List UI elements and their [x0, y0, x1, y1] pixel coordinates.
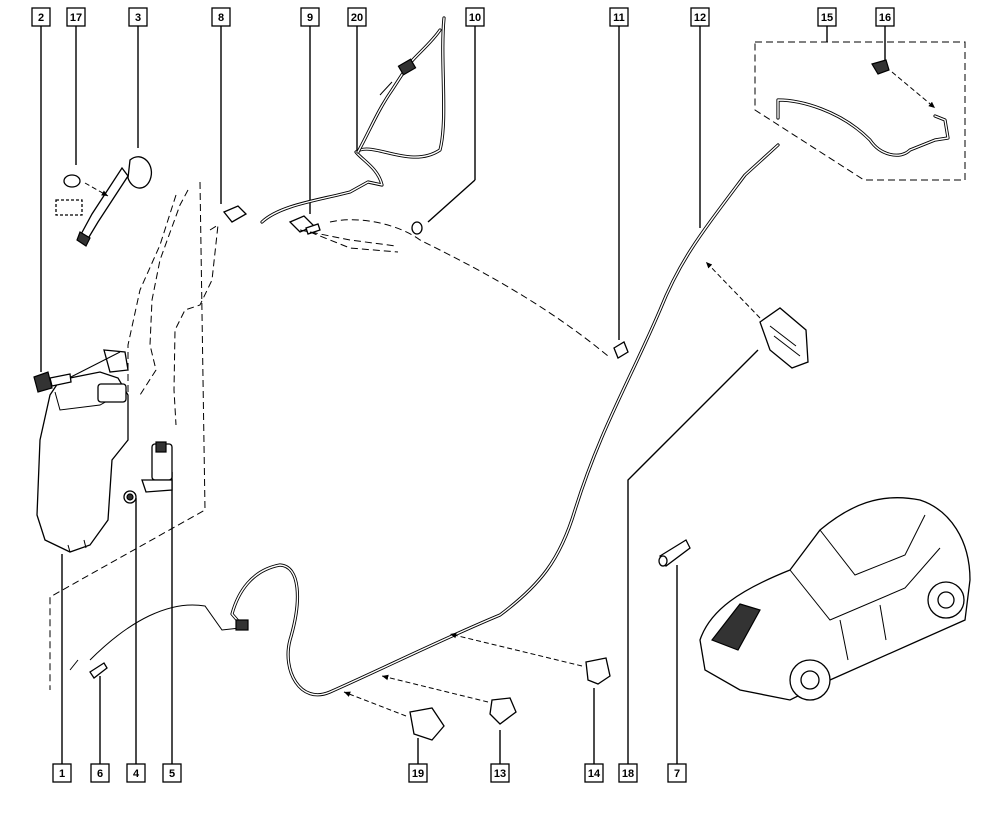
callout-17-text: 17	[70, 12, 82, 24]
windscreen-dashed-hoses	[299, 219, 609, 357]
callout-1: 1	[52, 763, 72, 783]
washer-jets	[222, 205, 321, 235]
callout-18-text: 18	[622, 768, 634, 780]
callout-8: 8	[211, 7, 231, 27]
callout-20: 20	[347, 7, 367, 27]
jet-grommets	[411, 221, 629, 359]
callout-13: 13	[490, 763, 510, 783]
callout-18: 18	[618, 763, 638, 783]
reservoir-hoses	[127, 189, 219, 426]
reservoir-bolt	[33, 371, 72, 393]
callout-15-text: 15	[821, 12, 833, 24]
callout-11-text: 11	[613, 12, 625, 24]
callout-14: 14	[584, 763, 604, 783]
callout-19-text: 19	[412, 768, 424, 780]
car-illustration	[699, 497, 971, 701]
washer-reservoir	[36, 349, 129, 553]
callout-16-text: 16	[879, 12, 891, 24]
dashed-outlines	[49, 41, 966, 690]
hose-clips	[343, 632, 611, 741]
callout-9: 9	[300, 7, 320, 27]
callout-3-text: 3	[135, 12, 141, 24]
callout-11: 11	[609, 7, 629, 27]
rear-washer-hose	[89, 143, 780, 697]
callout-12-text: 12	[694, 12, 706, 24]
callout-19: 19	[408, 763, 428, 783]
callout-1-text: 1	[59, 768, 65, 780]
callout-20-text: 20	[351, 12, 363, 24]
callout-labels: 2 17 3 8 9 20 10 11 12 15 16 1 6 4 5 19 …	[31, 7, 895, 783]
windscreen-washer-hose	[260, 16, 446, 224]
callout-8-text: 8	[218, 12, 224, 24]
hose-connector	[69, 659, 108, 679]
callout-4-text: 4	[133, 768, 140, 780]
callout-17: 17	[66, 7, 86, 27]
callout-10: 10	[465, 7, 485, 27]
callout-7-text: 7	[674, 768, 680, 780]
callout-14-text: 14	[588, 768, 601, 780]
callout-4: 4	[126, 763, 146, 783]
callout-12: 12	[690, 7, 710, 27]
hose-clip-bracket	[705, 261, 809, 369]
filler-seal	[55, 174, 109, 216]
callout-13-text: 13	[494, 768, 506, 780]
callout-15: 15	[817, 7, 837, 27]
callout-7: 7	[667, 763, 687, 783]
callout-16: 16	[875, 7, 895, 27]
callout-5: 5	[162, 763, 182, 783]
callout-10-text: 10	[469, 12, 481, 24]
callout-6: 6	[90, 763, 110, 783]
pump-grommet	[123, 490, 137, 504]
callout-9-text: 9	[307, 12, 313, 24]
protective-sleeve	[658, 539, 691, 567]
callout-3: 3	[128, 7, 148, 27]
callout-6-text: 6	[97, 768, 103, 780]
washer-pump	[141, 441, 173, 493]
rear-jet-assembly	[776, 59, 950, 157]
leader-lines	[40, 24, 886, 764]
filler-neck	[76, 156, 153, 247]
callout-5-text: 5	[169, 768, 175, 780]
callout-2: 2	[31, 7, 51, 27]
callout-2-text: 2	[38, 12, 44, 24]
